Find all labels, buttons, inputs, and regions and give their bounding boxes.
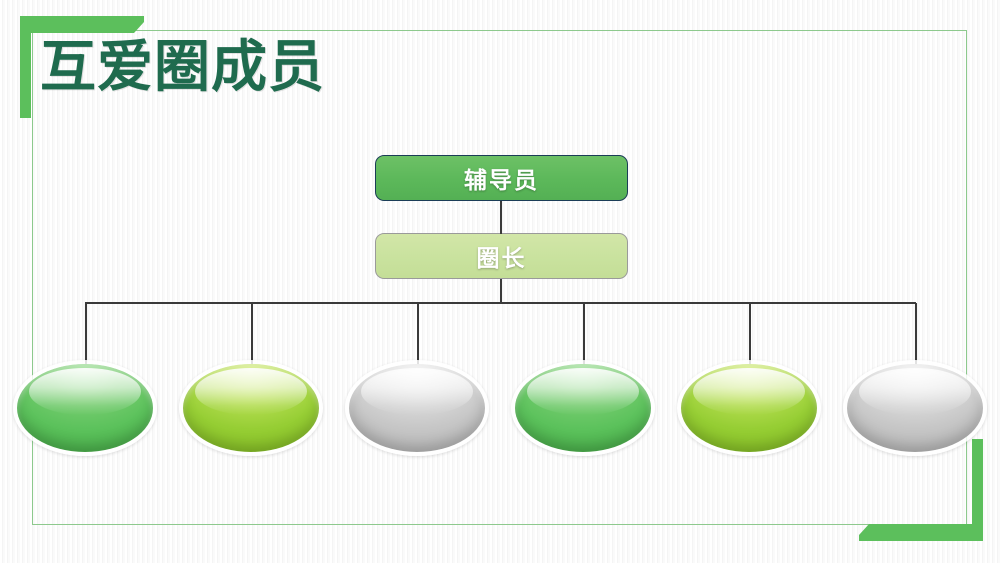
member-ellipse-gloss bbox=[527, 367, 639, 416]
member-ellipse-rim bbox=[349, 364, 485, 452]
connector-drop-1 bbox=[85, 303, 87, 368]
member-ellipse-gloss bbox=[195, 367, 307, 416]
member-ellipse-gloss bbox=[361, 367, 473, 416]
connector-drop-5 bbox=[749, 303, 751, 368]
member-ellipse-1[interactable] bbox=[13, 360, 157, 456]
member-ellipse-3[interactable] bbox=[345, 360, 489, 456]
member-ellipse-body bbox=[349, 364, 485, 452]
connector-drop-2 bbox=[251, 303, 253, 368]
member-ellipse-gloss bbox=[693, 367, 805, 416]
member-ellipse-rim bbox=[515, 364, 651, 452]
member-ellipse-gloss bbox=[29, 367, 141, 416]
org-node-circle-leader[interactable]: 圈长 bbox=[375, 233, 628, 279]
connector-leader-to-bus bbox=[500, 279, 502, 304]
connector-drop-6 bbox=[915, 303, 917, 368]
member-ellipse-5[interactable] bbox=[677, 360, 821, 456]
member-ellipse-body bbox=[17, 364, 153, 452]
member-ellipse-body bbox=[515, 364, 651, 452]
member-ellipse-rim bbox=[17, 364, 153, 452]
connector-counselor-to-leader bbox=[500, 201, 502, 234]
member-ellipse-4[interactable] bbox=[511, 360, 655, 456]
member-ellipse-rim bbox=[183, 364, 319, 452]
member-ellipse-2[interactable] bbox=[179, 360, 323, 456]
org-node-counselor[interactable]: 辅导员 bbox=[375, 155, 628, 201]
member-ellipse-body bbox=[847, 364, 983, 452]
member-ellipse-rim bbox=[847, 364, 983, 452]
member-ellipse-gloss bbox=[859, 367, 971, 416]
member-ellipse-6[interactable] bbox=[843, 360, 987, 456]
page-title: 互爱圈成员 bbox=[40, 35, 325, 98]
member-ellipse-rim bbox=[681, 364, 817, 452]
connector-drop-3 bbox=[417, 303, 419, 368]
connector-horizontal-bus bbox=[85, 302, 916, 304]
member-ellipse-body bbox=[681, 364, 817, 452]
connector-drop-4 bbox=[583, 303, 585, 368]
member-ellipse-body bbox=[183, 364, 319, 452]
